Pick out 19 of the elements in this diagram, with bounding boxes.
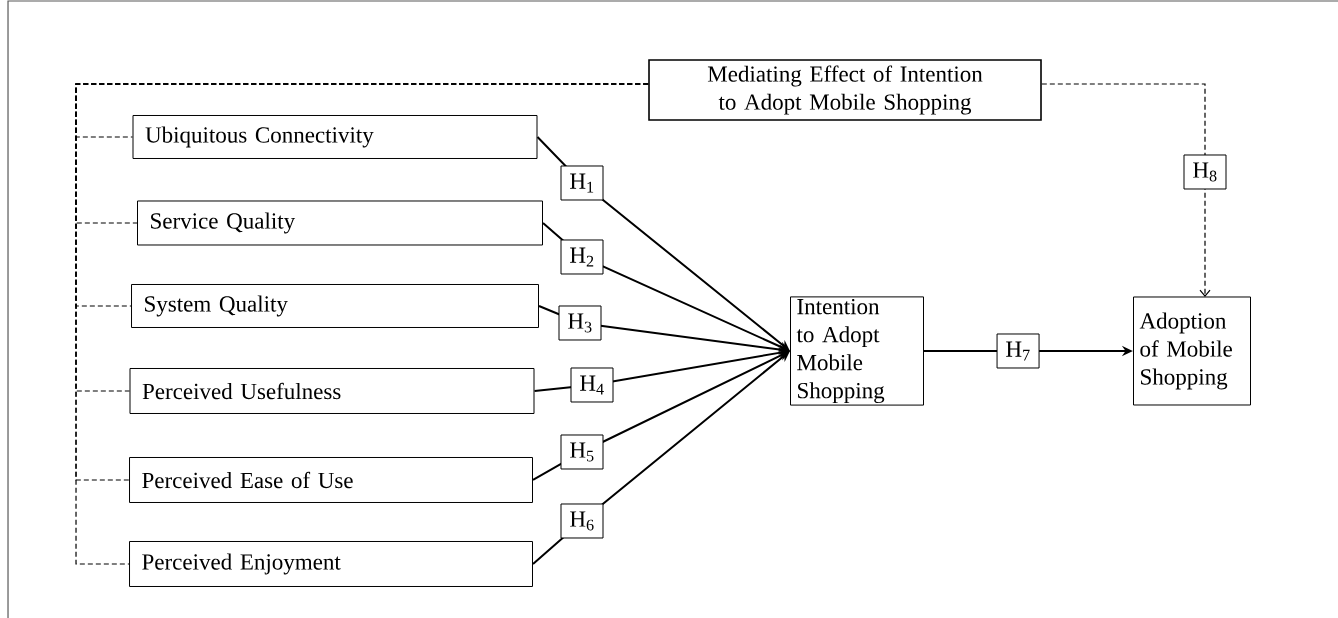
hypothesis-label: H$_{5}$	[560, 434, 604, 470]
construct-box: Perceived Usefulness	[129, 368, 535, 414]
connector-line	[75, 83, 649, 565]
construct-box: Perceived Enjoyment	[129, 541, 533, 587]
hypothesis-label: H$_{4}$	[570, 367, 614, 403]
construct-box: Ubiquitous Connectivity	[132, 115, 538, 159]
hypothesis-label: H$_{2}$	[560, 239, 604, 275]
construct-box: Adoption of Mobile Shopping	[1133, 296, 1251, 406]
construct-box: Intention to Adopt Mobile Shopping	[790, 296, 924, 406]
hypothesis-label: H$_{1}$	[560, 165, 604, 201]
arrow	[1041, 83, 1211, 297]
hypothesis-label: H$_{7}$	[996, 333, 1040, 369]
hypothesis-label: H$_{8}$	[1183, 154, 1227, 190]
construct-box: Perceived Ease of Use	[129, 457, 533, 503]
hypothesis-label: H$_{6}$	[560, 503, 604, 539]
construct-box: Service Quality	[137, 200, 543, 246]
hypothesis-label: H$_{3}$	[558, 305, 602, 341]
mediating-effect-box: Mediating Effect of Intention to Adopt Mobile Shopping	[648, 59, 1042, 121]
construct-box: System Quality	[131, 284, 539, 328]
